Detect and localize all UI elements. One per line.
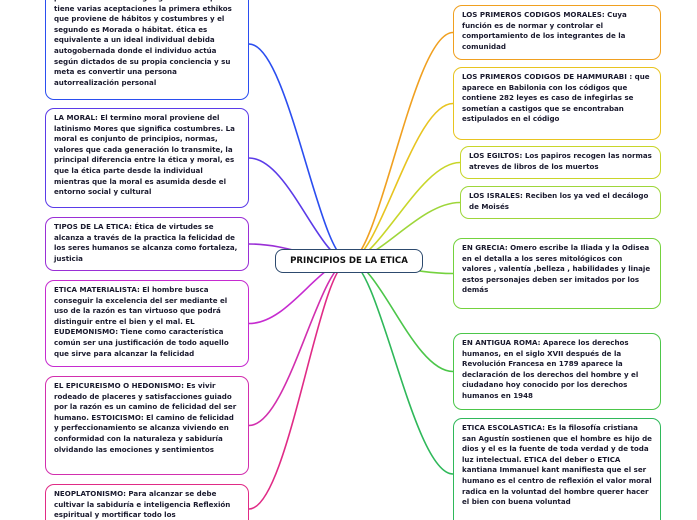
topic-text: ETICA ESCOLASTICA: Es la filosofía crist… (462, 423, 652, 507)
topic-hammurabi[interactable]: LOS PRIMEROS CODIGOS DE HAMMURABI : que … (453, 67, 661, 140)
topic-la-moral[interactable]: LA MORAL: El termino moral proviene del … (45, 108, 249, 208)
topic-text: ETICA MATERIALISTA: El hombre busca cons… (54, 285, 229, 358)
topic-tipos-de-la-etica[interactable]: TIPOS DE LA ETICA: Ética de virtudes se … (45, 217, 249, 271)
topic-text: LOS ISRALES: Reciben los ya ved el decál… (469, 191, 649, 211)
topic-etica-escolastica[interactable]: ETICA ESCOLASTICA: Es la filosofía crist… (453, 418, 661, 520)
topic-etica-materialista[interactable]: ETICA MATERIALISTA: El hombre busca cons… (45, 280, 249, 367)
topic-egiltos[interactable]: LOS EGILTOS: Los papiros recogen las nor… (460, 146, 661, 179)
connector-escolastica (348, 260, 454, 475)
topic-text: EN GRECIA: Omero escribe la Iliada y la … (462, 243, 651, 295)
central-topic[interactable]: PRINCIPIOS DE LA ETICA (275, 249, 423, 273)
topic-text: EN ANTIGUA ROMA: Aparece los derechos hu… (462, 338, 639, 400)
topic-epicureismo[interactable]: EL EPICUREISMO O HEDONISMO: Es vivir rod… (45, 376, 249, 475)
connector-hammurabi (348, 102, 454, 262)
topic-etica-origen[interactable]: proviene de de la voz griega ETHIKOS que… (45, 0, 249, 100)
topic-text: NEOPLATONISMO: Para alcanzar se debe cul… (54, 489, 231, 520)
topic-codigos-morales[interactable]: LOS PRIMEROS CODIGOS MORALES: Cuya funci… (453, 5, 661, 60)
central-topic-title: PRINCIPIOS DE LA ETICA (290, 256, 408, 266)
topic-text: LOS PRIMEROS CODIGOS MORALES: Cuya funci… (462, 10, 627, 51)
topic-text: proviene de de la voz griega ETHIKOS que… (54, 0, 232, 87)
topic-en-grecia[interactable]: EN GRECIA: Omero escribe la Iliada y la … (453, 238, 661, 309)
topic-antigua-roma[interactable]: EN ANTIGUA ROMA: Aparece los derechos hu… (453, 333, 661, 410)
topic-text: EL EPICUREISMO O HEDONISMO: Es vivir rod… (54, 381, 237, 454)
topic-text: LA MORAL: El termino moral proviene del … (54, 113, 235, 197)
connector-codigos_morales (348, 31, 454, 262)
topic-text: LOS PRIMEROS CODIGOS DE HAMMURABI : que … (462, 72, 650, 124)
connector-etica_origen (248, 43, 350, 262)
topic-text: TIPOS DE LA ETICA: Ética de virtudes se … (54, 222, 238, 263)
topic-israles[interactable]: LOS ISRALES: Reciben los ya ved el decál… (460, 186, 661, 219)
connector-neoplatonismo (248, 260, 350, 510)
topic-neoplatonismo[interactable]: NEOPLATONISMO: Para alcanzar se debe cul… (45, 484, 249, 520)
topic-text: LOS EGILTOS: Los papiros recogen las nor… (469, 151, 652, 171)
